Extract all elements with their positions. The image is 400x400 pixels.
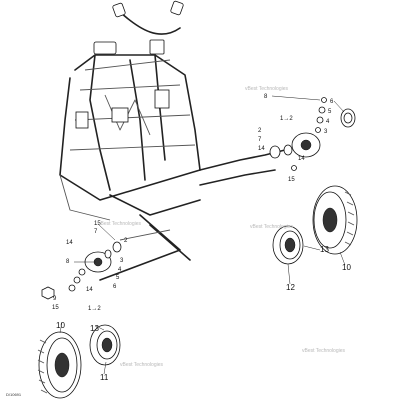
callout-9: 9 <box>53 296 57 302</box>
callout-6: 6 <box>113 284 117 290</box>
callout-15: 15 <box>94 221 101 227</box>
left-rim <box>89 324 121 366</box>
right-hub-assembly <box>269 95 356 171</box>
callout-8: 8 <box>264 94 268 100</box>
callout-5: 5 <box>116 275 120 281</box>
drawing-code: D/10691 <box>6 392 22 397</box>
callout-3: 3 <box>324 129 328 135</box>
callout-1-to-2: 1→2 <box>280 116 293 122</box>
callout-10: 10 <box>56 321 65 330</box>
left-hub-assembly <box>41 241 122 300</box>
callout-2: 2 <box>124 238 128 244</box>
svg-text:vBest Technologies: vBest Technologies <box>120 362 163 368</box>
callout-4: 4 <box>118 267 122 273</box>
callout-13: 13 <box>320 245 329 254</box>
callout-15: 15 <box>52 305 59 311</box>
callout-10: 10 <box>342 263 351 272</box>
callout-14: 14 <box>86 287 93 293</box>
callout-15: 15 <box>288 177 295 183</box>
vehicle-frame <box>59 0 286 281</box>
callout-11: 11 <box>100 373 109 382</box>
callout-7: 7 <box>258 137 262 143</box>
callout-1-to-2: 1→2 <box>88 306 101 312</box>
callout-14: 14 <box>258 146 265 152</box>
svg-text:vBest Technologies: vBest Technologies <box>98 221 141 227</box>
callouts-right: 6 5 4 3 8 1→2 2 7 14 14 15 13 10 12 <box>258 94 351 292</box>
left-tire <box>37 331 82 399</box>
callout-6: 6 <box>330 99 334 105</box>
callout-3: 3 <box>120 258 124 264</box>
callout-12: 12 <box>286 283 295 292</box>
watermarks: vBest Technologies vBest Technologies vB… <box>98 86 345 368</box>
callout-13: 13 <box>90 324 99 333</box>
right-tire <box>312 185 358 255</box>
svg-text:vBest Technologies: vBest Technologies <box>302 348 345 354</box>
callout-8: 8 <box>66 259 70 265</box>
svg-text:vBest Technologies: vBest Technologies <box>245 86 288 92</box>
callout-14: 14 <box>66 240 73 246</box>
callout-5: 5 <box>328 109 332 115</box>
leader-lines <box>59 100 346 375</box>
right-rim <box>272 225 304 265</box>
callout-2: 2 <box>258 128 262 134</box>
svg-text:vBest Technologies: vBest Technologies <box>250 224 293 230</box>
callout-4: 4 <box>326 119 330 125</box>
callout-14: 14 <box>298 156 305 162</box>
callouts-left: 15 7 14 2 8 3 4 5 6 14 9 15 1→2 10 13 11 <box>52 221 128 382</box>
callout-7: 7 <box>94 229 98 235</box>
